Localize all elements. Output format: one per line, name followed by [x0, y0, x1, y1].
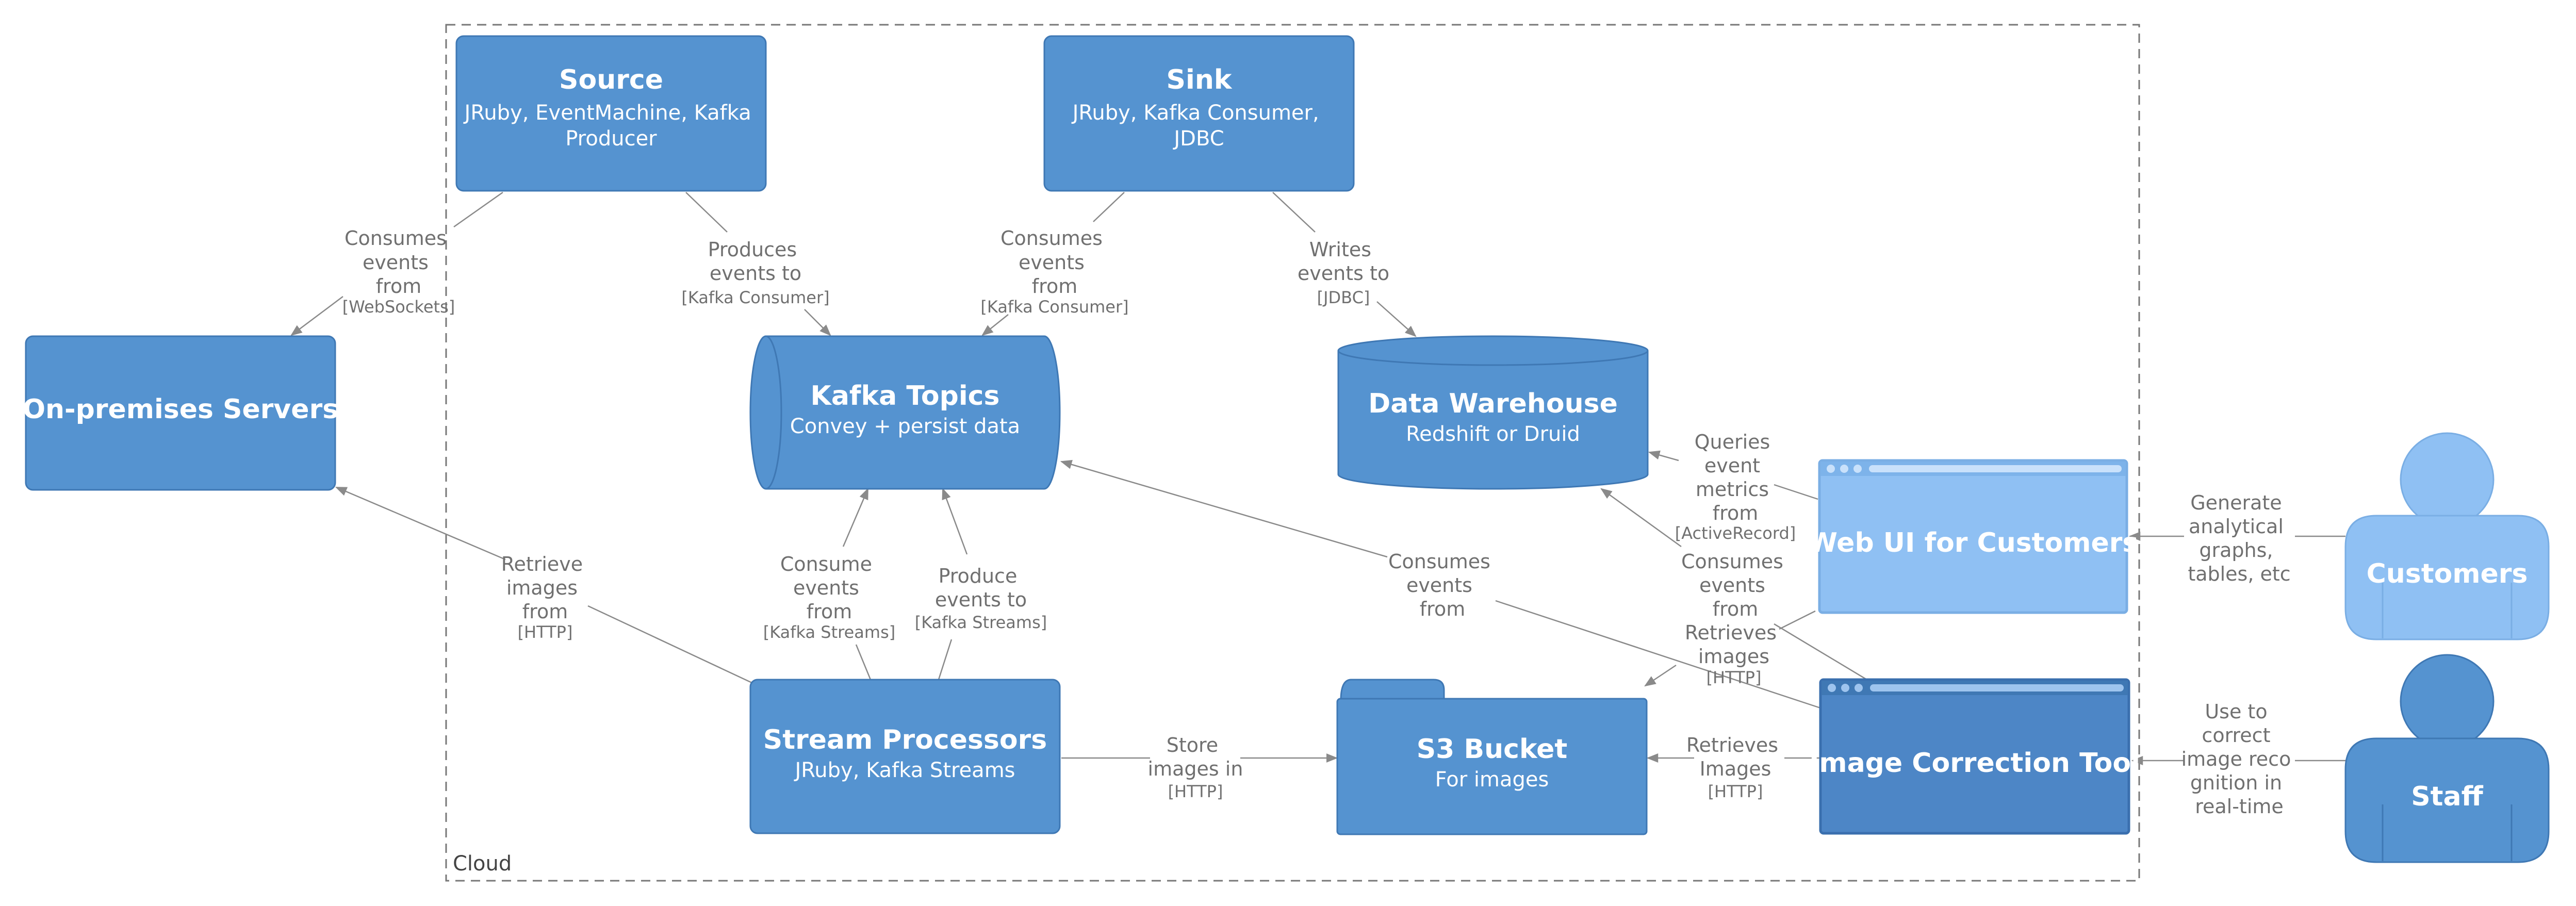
edge-webui-warehouse — [1648, 450, 1818, 500]
edge-tech-source-kafka: [Kafka Consumer] — [681, 288, 829, 307]
sink-container[interactable]: Sink JRuby, Kafka Consumer, JDBC — [1043, 35, 1355, 192]
cloud-boundary-label: Cloud — [453, 852, 512, 876]
staff-title: Staff — [2411, 781, 2483, 812]
web-ui-title: Web UI for Customers — [1808, 528, 2139, 558]
edge-tool-warehouse — [1600, 488, 1867, 681]
edge-label-tool-warehouse: Consumes events from — [1681, 550, 1790, 620]
s3-bucket-subtitle: For images — [1435, 768, 1549, 792]
data-warehouse-database[interactable]: Data Warehouse Redshift or Druid — [1337, 335, 1649, 490]
edge-stream-kafka-produce — [938, 487, 968, 680]
edge-tech-sink-warehouse: [JDBC] — [1317, 288, 1370, 307]
edge-labels: Consumes events from [WebSockets] Produc… — [342, 227, 2298, 818]
source-title: Source — [559, 64, 663, 95]
edge-tech-stream-onprem: [HTTP] — [518, 622, 573, 642]
stream-processors-title: Stream Processors — [763, 724, 1047, 755]
source-container[interactable]: Source JRuby, EventMachine, Kafka Produc… — [455, 35, 767, 192]
data-warehouse-subtitle: Redshift or Druid — [1406, 422, 1580, 446]
onprem-servers-title: On-premises Servers — [23, 394, 338, 425]
edge-label-stream-kafka-produce: Produce events to — [935, 565, 1027, 611]
edge-stream-kafka-consume — [842, 487, 872, 680]
edge-label-tool-s3: Retrieves Images — [1686, 734, 1784, 780]
kafka-topics-title: Kafka Topics — [811, 381, 1000, 411]
edge-label-source-kafka: Produces events to — [708, 238, 803, 285]
kafka-topics-queue[interactable]: Kafka Topics Convey + persist data — [749, 335, 1061, 490]
edge-tech-stream-s3: [HTTP] — [1168, 782, 1223, 801]
window-dot-icon — [1855, 684, 1863, 692]
edge-label-stream-kafka-consume: Consume events from — [780, 553, 878, 623]
edge-webui-s3 — [1644, 610, 1816, 687]
edge-label-source-onprem: Consumes events from — [344, 227, 453, 298]
edge-source-onprem — [290, 191, 503, 336]
edge-label-stream-onprem: Retrieve images from — [501, 553, 589, 623]
edge-tech-tool-s3: [HTTP] — [1708, 782, 1763, 801]
edges — [290, 191, 2345, 765]
folder-tab-icon — [1340, 679, 1445, 701]
edge-source-kafka — [685, 192, 831, 336]
edge-label-webui-s3: Retrieves images — [1685, 621, 1783, 668]
edge-label-staff-tool: Use to correct image reco gnition in rea… — [2181, 700, 2298, 818]
customers-title: Customers — [2367, 558, 2528, 589]
source-tech: JRuby, EventMachine, Kafka Producer — [463, 101, 758, 151]
data-warehouse-title: Data Warehouse — [1368, 388, 1618, 419]
edge-sink-kafka — [981, 192, 1125, 336]
edge-tech-stream-kafka-produce: [Kafka Streams] — [915, 613, 1047, 632]
edge-label-customers-webui: Generate analytical graphs, tables, etc — [2188, 491, 2290, 585]
sink-title: Sink — [1167, 64, 1233, 95]
window-dot-icon — [1841, 684, 1849, 692]
edge-tool-kafka — [1060, 460, 1821, 709]
window-dot-icon — [1840, 465, 1848, 473]
web-ui-for-customers[interactable]: Web UI for Customers — [1808, 459, 2139, 614]
edge-tech-webui-warehouse: [ActiveRecord] — [1675, 523, 1796, 543]
edge-tech-webui-s3: [HTTP] — [1707, 668, 1762, 687]
edge-label-sink-warehouse: Writes events to — [1298, 238, 1389, 285]
edge-label-stream-s3: Store images in — [1148, 734, 1243, 780]
onprem-servers-system[interactable]: On-premises Servers — [23, 335, 338, 491]
staff-person[interactable]: Staff — [2344, 654, 2550, 863]
edge-tech-stream-kafka-consume: [Kafka Streams] — [763, 622, 895, 642]
edge-label-sink-kafka: Consumes events from — [1000, 227, 1109, 298]
cloud-boundary: Cloud — [445, 24, 2140, 882]
window-dot-icon — [1853, 465, 1862, 473]
person-head-icon — [2400, 432, 2495, 527]
image-correction-tool-title: Image Correction Tool — [1809, 748, 2140, 779]
window-dot-icon — [1827, 465, 1835, 473]
edge-label-webui-warehouse: Queries event metrics from — [1695, 431, 1777, 524]
sink-tech: JRuby, Kafka Consumer, JDBC — [1071, 101, 1326, 151]
customers-person[interactable]: Customers — [2344, 432, 2550, 640]
edge-tech-source-onprem: [WebSockets] — [342, 297, 455, 317]
edge-stream-onprem — [335, 486, 753, 684]
edge-tech-sink-kafka: [Kafka Consumer] — [980, 297, 1128, 317]
stream-processors-subtitle: JRuby, Kafka Streams — [793, 759, 1015, 782]
s3-bucket-title: S3 Bucket — [1417, 734, 1568, 765]
kafka-topics-subtitle: Convey + persist data — [790, 415, 1020, 438]
window-dot-icon — [1828, 684, 1836, 692]
stream-processors-container[interactable]: Stream Processors JRuby, Kafka Streams — [749, 679, 1061, 834]
edge-sink-warehouse — [1272, 192, 1417, 337]
image-correction-tool[interactable]: Image Correction Tool — [1809, 678, 2140, 835]
s3-bucket-folder[interactable]: S3 Bucket For images — [1336, 679, 1648, 835]
edge-label-tool-kafka: Consumes events from — [1388, 550, 1497, 620]
person-head-icon — [2400, 654, 2495, 749]
